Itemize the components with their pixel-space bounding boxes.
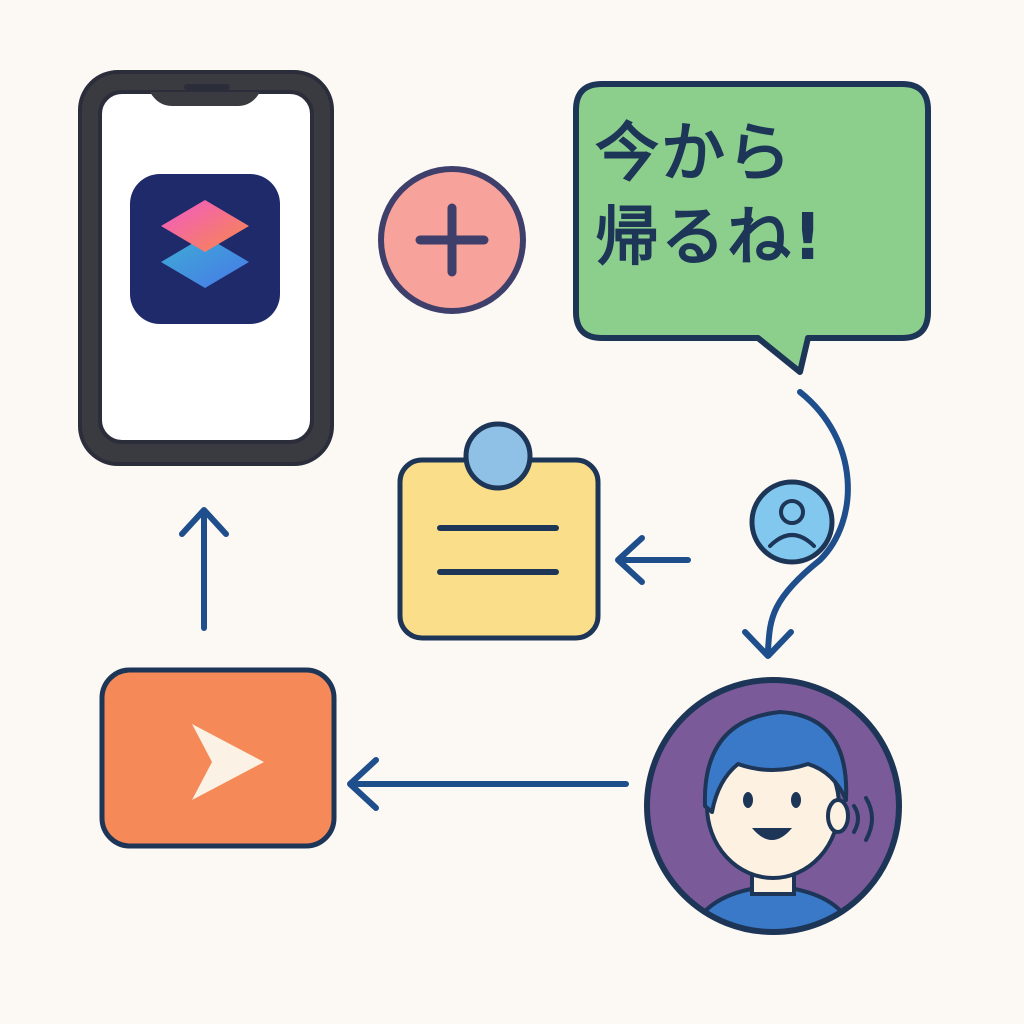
speaking-person-icon: [644, 677, 902, 935]
play-icon[interactable]: [99, 667, 337, 849]
contact-icon: [749, 479, 835, 565]
plus-icon[interactable]: [378, 166, 526, 314]
arrow-to-note: [615, 535, 691, 585]
speech-bubble-line-2: 帰るね!: [595, 201, 825, 275]
speech-bubble-line-1: 今から: [595, 117, 793, 191]
speech-bubble: [573, 81, 931, 375]
speech-bubble-text: 今から 帰るね!: [595, 112, 915, 280]
curved-arrow: [742, 389, 851, 659]
arrow-to-phone: [179, 507, 229, 631]
arrow-to-play: [347, 757, 629, 811]
note-icon: [397, 421, 601, 641]
shortcuts-app-icon[interactable]: [130, 174, 280, 324]
